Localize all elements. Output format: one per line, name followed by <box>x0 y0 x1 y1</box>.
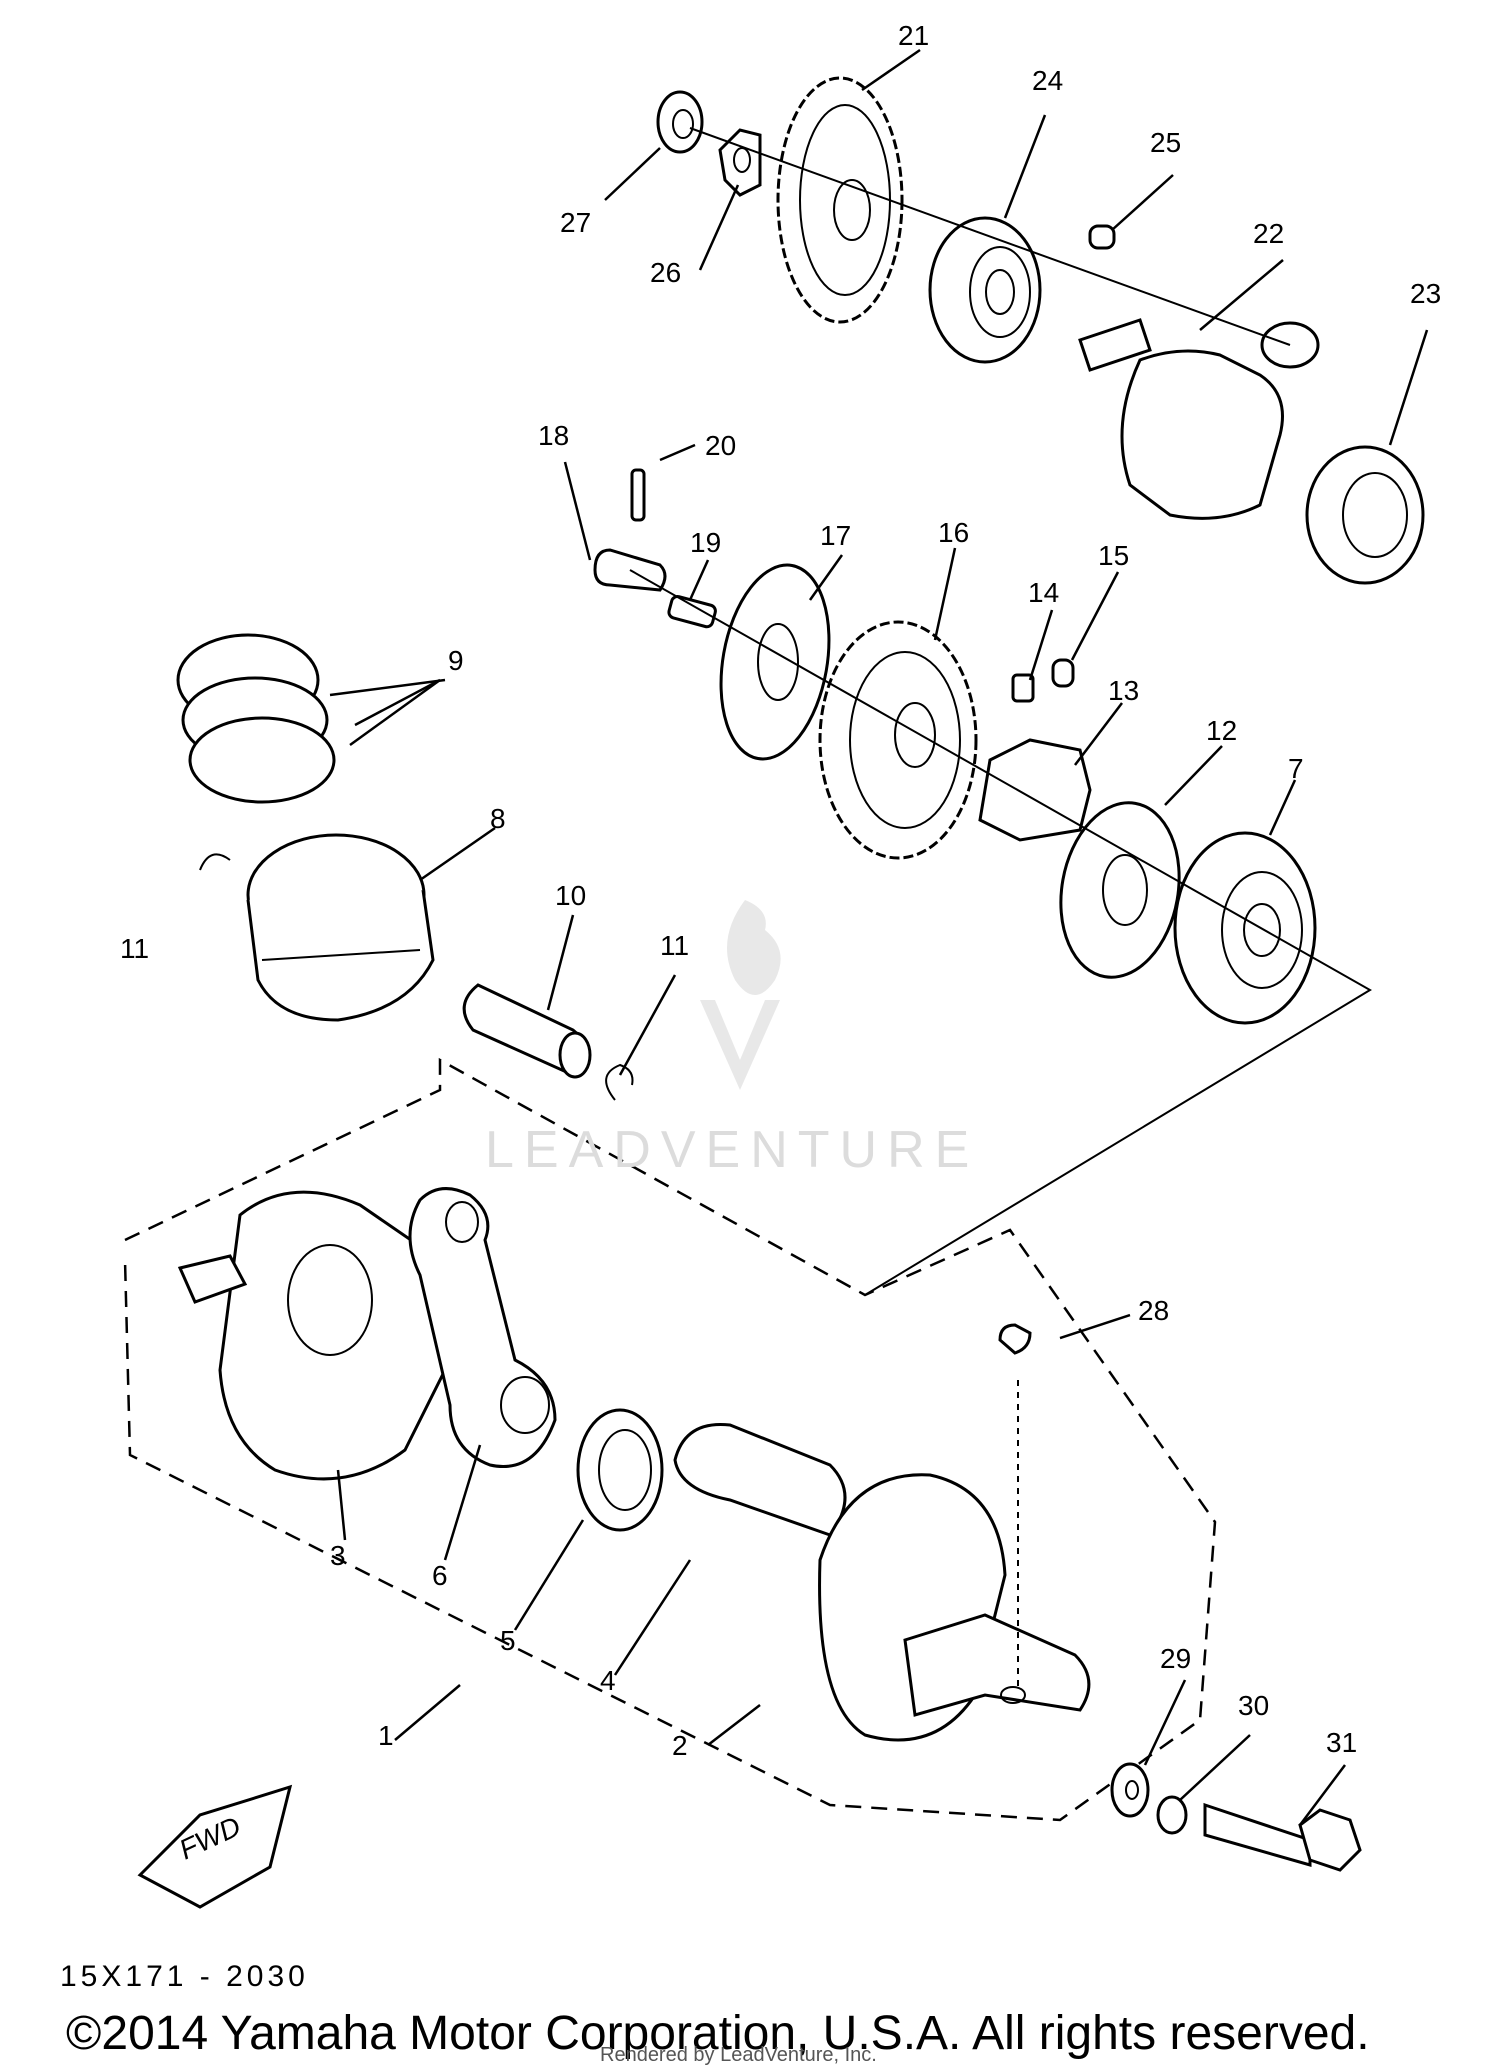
callout-leaders <box>329 48 1429 1826</box>
callout-2: 2 <box>672 1730 688 1761</box>
part-10-piston-pin <box>462 983 592 1079</box>
part-11-clip-left <box>199 853 231 871</box>
drawing-code: 15X171 - 2030 <box>60 1960 309 1993</box>
callout-1: 1 <box>378 1720 394 1751</box>
part-24-bearing <box>928 216 1042 364</box>
part-28-key <box>998 1323 1032 1355</box>
callout-12: 12 <box>1206 715 1237 746</box>
callout-26: 26 <box>650 257 681 288</box>
callout-20: 20 <box>705 430 736 461</box>
part-29-washer <box>1110 1762 1150 1818</box>
part-2-crank-web <box>818 1473 1091 1742</box>
callout-14: 14 <box>1028 577 1059 608</box>
part-16-primary-drive-gear <box>818 620 978 860</box>
callout-10: 10 <box>555 880 586 911</box>
callout-22: 22 <box>1253 218 1284 249</box>
part-23-bearing <box>1305 445 1425 585</box>
callout-25: 25 <box>1150 127 1181 158</box>
callout-30: 30 <box>1238 1690 1269 1721</box>
watermark-text: LEADVENTURE <box>485 1121 980 1179</box>
callout-21: 21 <box>898 20 929 51</box>
axis-balancer <box>689 127 1291 346</box>
callout-7: 7 <box>1288 753 1304 784</box>
callout-24: 24 <box>1032 65 1063 96</box>
part-7-bearing <box>1173 831 1317 1025</box>
part-6-connecting-rod <box>408 1187 557 1468</box>
callout-13: 13 <box>1108 675 1139 706</box>
part-25-key <box>1088 224 1116 250</box>
part-31-bolt <box>1203 1802 1362 1872</box>
callout-19: 19 <box>690 527 721 558</box>
callout-6: 6 <box>432 1560 448 1591</box>
rendered-by-credit: Rendered by LeadVenture, Inc. <box>600 2044 877 2066</box>
part-15-pin <box>1051 658 1075 688</box>
callout-31: 31 <box>1326 1727 1357 1758</box>
watermark-logo <box>700 900 781 1090</box>
callout-18: 18 <box>538 420 569 451</box>
part-22-balancer-shaft <box>1078 318 1320 520</box>
part-30-lock-washer <box>1156 1795 1188 1835</box>
fwd-arrow-icon: FWD <box>137 1784 293 1909</box>
copyright-notice: ©2014 Yamaha Motor Corporation, U.S.A. A… <box>66 2007 1370 2060</box>
axis-primary <box>629 569 1372 1296</box>
part-26-lock-washer <box>718 128 762 197</box>
callout-8: 8 <box>490 803 506 834</box>
part-12-plate <box>1059 801 1181 979</box>
part-4-crank-pin <box>673 1422 847 1537</box>
part-27-nut <box>656 90 704 154</box>
callout-9: 9 <box>448 645 464 676</box>
part-20-pin <box>630 468 646 522</box>
part-21-balancer-gear <box>776 76 904 324</box>
callout-11-right: 11 <box>660 930 689 961</box>
callout-16: 16 <box>938 517 969 548</box>
part-14-spring <box>1011 673 1035 703</box>
part-9-piston-rings <box>176 633 336 804</box>
callout-4: 4 <box>600 1665 616 1696</box>
callout-23: 23 <box>1410 278 1441 309</box>
part-8-piston <box>246 833 435 1022</box>
callout-27: 27 <box>560 207 591 238</box>
part-17-plate <box>719 563 831 761</box>
callout-17: 17 <box>820 520 851 551</box>
callout-28: 28 <box>1138 1295 1169 1326</box>
callout-3: 3 <box>330 1540 346 1571</box>
part-13-damper <box>978 738 1092 842</box>
callout-labels: 1 2 3 4 5 6 7 8 9 10 11 11 12 13 14 15 1… <box>120 20 1441 1761</box>
callout-5: 5 <box>500 1625 516 1656</box>
callout-15: 15 <box>1098 540 1129 571</box>
crankshaft-assembly-outline <box>123 1057 1217 1822</box>
part-11-clip-right <box>605 1063 634 1101</box>
part-3-crank-web <box>177 1190 456 1481</box>
part-5-needle-bearing <box>576 1408 664 1532</box>
callout-11-left: 11 <box>120 933 149 964</box>
callout-29: 29 <box>1160 1643 1191 1674</box>
part-19-spring <box>667 595 717 629</box>
